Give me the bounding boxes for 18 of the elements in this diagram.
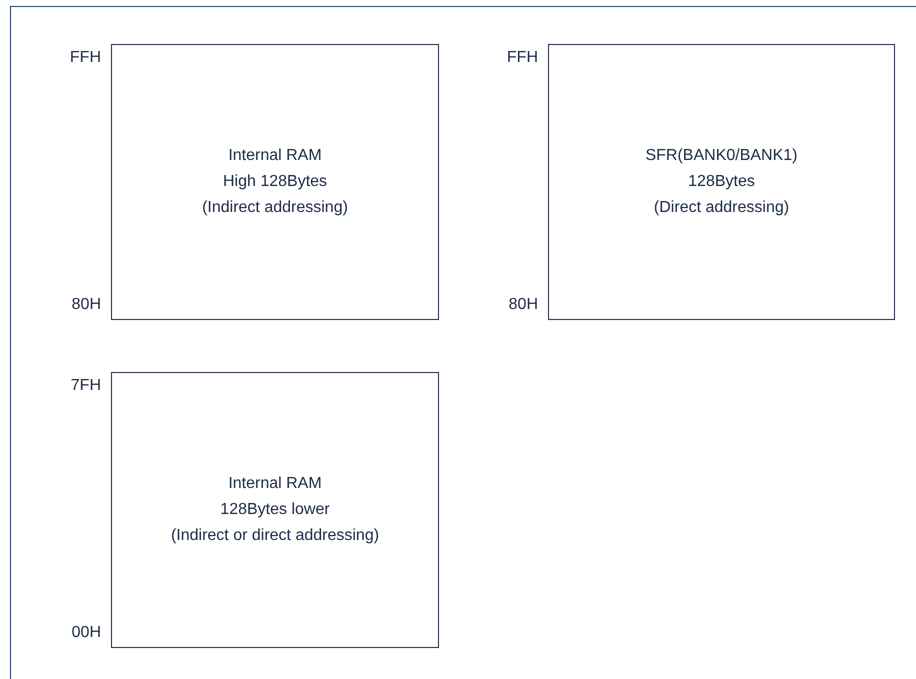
address-label: FFH bbox=[68, 49, 101, 67]
region-name: Internal RAM bbox=[228, 474, 322, 494]
address-label: 00H bbox=[70, 624, 101, 642]
region-size: 128Bytes lower bbox=[220, 500, 330, 520]
memory-region-box bbox=[111, 44, 439, 320]
address-label: 80H bbox=[508, 296, 538, 314]
region-size: 128Bytes bbox=[688, 172, 755, 192]
region-name: Internal RAM bbox=[228, 146, 322, 166]
memory-region-box bbox=[111, 372, 439, 648]
region-size: High 128Bytes bbox=[222, 172, 328, 192]
addressing-mode: (Indirect addressing) bbox=[202, 198, 348, 218]
addressing-mode: (Direct addressing) bbox=[654, 198, 790, 218]
region-name: SFR(BANK0/BANK1) bbox=[645, 146, 798, 166]
address-label: 7FH bbox=[70, 377, 101, 395]
memory-region-box bbox=[548, 44, 895, 320]
addressing-mode: (Indirect or direct addressing) bbox=[170, 526, 380, 546]
address-label: 80H bbox=[70, 296, 101, 314]
address-label: FFH bbox=[506, 49, 538, 67]
